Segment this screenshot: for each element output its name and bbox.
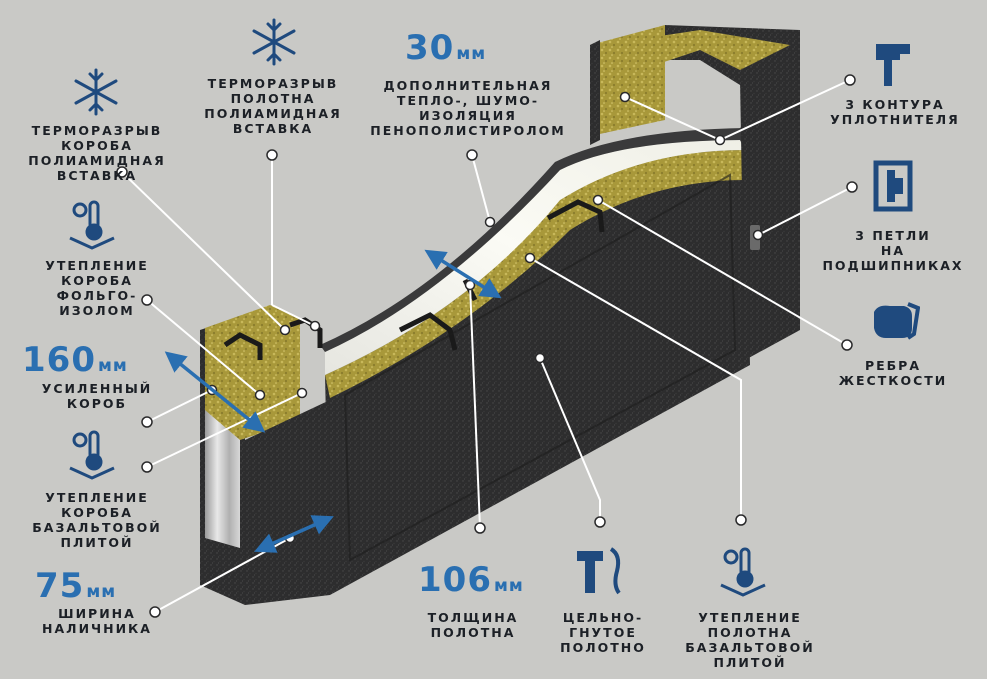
leader-bent-leaf bbox=[539, 357, 601, 522]
leader-basalt-leaf bbox=[529, 257, 742, 520]
frame-right-front bbox=[590, 40, 600, 145]
snowflake-icon bbox=[74, 68, 118, 116]
seal-profile-icon bbox=[876, 44, 910, 86]
leader-extra-insulation bbox=[471, 154, 491, 223]
frame-foil bbox=[205, 395, 240, 548]
leaf-top-edge bbox=[320, 128, 745, 352]
leader-frame-thermal-break bbox=[121, 171, 286, 331]
snowflake-icon bbox=[252, 18, 296, 66]
leader-bearing-hinges bbox=[757, 186, 853, 236]
leader-leaf-thermal-break-2 bbox=[271, 304, 316, 327]
bent-profile-icon bbox=[577, 547, 621, 595]
thermometer-gear-icon bbox=[720, 547, 766, 597]
leaf-insulation bbox=[325, 150, 745, 398]
stiffener-1 bbox=[398, 312, 458, 351]
leaf-edge bbox=[245, 400, 330, 605]
arrow-30 bbox=[424, 249, 502, 299]
thermometer-gear-icon bbox=[69, 430, 115, 480]
dimension-arrows bbox=[164, 249, 502, 553]
thermometer-gear-icon bbox=[69, 200, 115, 250]
fist-icon bbox=[874, 302, 920, 340]
leader-stiffeners bbox=[597, 199, 848, 346]
leaf-panel bbox=[343, 173, 737, 562]
frame-right-wool bbox=[600, 30, 790, 70]
stiffener-2 bbox=[546, 199, 605, 233]
hinge-icon bbox=[873, 160, 913, 212]
arrow-75 bbox=[254, 515, 334, 553]
leader-thickness bbox=[469, 284, 481, 529]
arrow-160 bbox=[164, 351, 266, 433]
frame-right-post bbox=[740, 55, 800, 360]
